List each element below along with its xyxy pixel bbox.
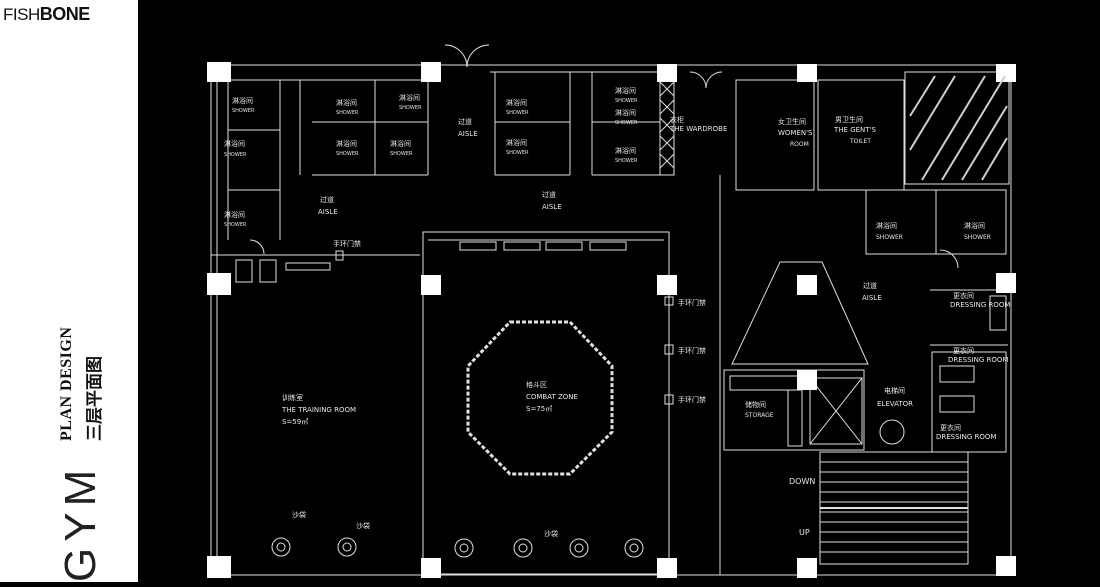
- gents-toilet-en-1: THE GENT'S: [833, 126, 876, 134]
- walls: [210, 44, 1012, 576]
- storage-label-en: STORAGE: [745, 412, 774, 419]
- training-room-en: THE TRAINING ROOM: [281, 406, 356, 414]
- women-toilet-cn: 女卫生间: [778, 117, 806, 126]
- aisle-label-cn: 过道: [542, 190, 556, 199]
- shower-label-cn: 淋浴间: [964, 221, 985, 230]
- wristband-gate-label: 手环门禁: [678, 298, 706, 307]
- shower-label-cn: 淋浴间: [232, 96, 253, 105]
- aisle-label-cn: 过道: [458, 117, 472, 126]
- plan-title-cn: 三层平面图: [85, 356, 105, 441]
- shower-label-en: SHOWER: [876, 234, 903, 241]
- elevator-label-en: ELEVATOR: [877, 400, 913, 408]
- stairs-down-label: DOWN: [789, 477, 815, 486]
- women-toilet-en-2: ROOM: [790, 141, 809, 148]
- shower-label-cn: 淋浴间: [615, 146, 636, 155]
- shower-label-cn: 淋浴间: [506, 138, 527, 147]
- dressing-room-cn: 更衣间: [953, 346, 974, 355]
- shower-label-en: SHOWER: [399, 105, 422, 111]
- stairs-up-label: UP: [799, 528, 810, 537]
- storage-label-cn: 储物间: [745, 400, 766, 409]
- shower-label-cn: 淋浴间: [224, 139, 245, 148]
- shower-label-en: SHOWER: [506, 150, 529, 156]
- columns: [207, 62, 1016, 578]
- plan-design-title: PLAN DESIGN: [58, 326, 75, 441]
- aisle-label-cn: 过道: [863, 281, 877, 290]
- gents-toilet-cn: 男卫生间: [835, 115, 863, 124]
- aisle-label-en: AISLE: [318, 208, 338, 216]
- gate-markers: [335, 250, 674, 405]
- shower-label-cn: 淋浴间: [399, 93, 420, 102]
- shower-label-cn: 淋浴间: [615, 108, 636, 117]
- shower-label-cn: 淋浴间: [876, 221, 897, 230]
- wristband-gate-label: 手环门禁: [333, 239, 361, 248]
- sandbag-label: 沙袋: [292, 510, 306, 519]
- shower-label-en: SHOWER: [224, 152, 247, 158]
- training-room-area: S=59㎡: [282, 418, 308, 426]
- shower-label-cn: 淋浴间: [506, 98, 527, 107]
- shower-label-cn: 淋浴间: [615, 86, 636, 95]
- sidebar: FISHBONE PLAN DESIGN 三层平面图 GYM: [0, 0, 138, 582]
- shower-label-en: SHOWER: [615, 120, 638, 126]
- floor-plan-drawing: 淋浴间 SHOWER 淋浴间 SHOWER 淋浴间 SHOWER 淋浴间 SHO…: [207, 44, 1016, 578]
- wristband-gate-label: 手环门禁: [678, 346, 706, 355]
- shower-label-en: SHOWER: [232, 108, 255, 114]
- brand-logo: FISHBONE: [3, 4, 90, 25]
- aisle-label-en: AISLE: [542, 203, 562, 211]
- dressing-room-cn: 更衣间: [953, 291, 974, 300]
- shower-label-en: SHOWER: [615, 158, 638, 164]
- dressing-room-cn: 更衣间: [940, 423, 961, 432]
- shower-label-en: SHOWER: [964, 234, 991, 241]
- shower-label-en: SHOWER: [336, 110, 359, 116]
- aisle-label-en: AISLE: [458, 130, 478, 138]
- equipment: [235, 241, 905, 445]
- combat-zone-cn: 格斗区: [526, 380, 547, 389]
- shower-label-en: SHOWER: [224, 222, 247, 228]
- logo-part-2: BONE: [39, 4, 91, 24]
- wardrobe-label-cn: 衣柜: [670, 115, 684, 124]
- shower-label-cn: 淋浴间: [336, 98, 357, 107]
- wardrobe-label-en: THE WARDROBE: [669, 125, 727, 133]
- shower-label-cn: 淋浴间: [336, 139, 357, 148]
- shower-label-en: SHOWER: [615, 98, 638, 104]
- combat-zone-en: COMBAT ZONE: [526, 393, 578, 401]
- elevator-label-cn: 电梯间: [884, 386, 905, 395]
- aisle-label-en: AISLE: [862, 294, 882, 302]
- sandbag-label: 沙袋: [356, 521, 370, 530]
- dressing-room-en: DRESSING ROOM: [950, 301, 1010, 309]
- shower-label-cn: 淋浴间: [224, 210, 245, 219]
- logo-part-1: FISH: [3, 5, 40, 24]
- sandbags: [271, 537, 644, 558]
- gents-toilet-en-2: TOILET: [849, 138, 871, 145]
- stair-treads: [820, 461, 968, 553]
- room-labels: 淋浴间 SHOWER 淋浴间 SHOWER 淋浴间 SHOWER 淋浴间 SHO…: [224, 86, 1010, 538]
- shower-label-en: SHOWER: [506, 110, 529, 116]
- dressing-room-en: DRESSING ROOM: [948, 356, 1008, 364]
- shower-label-cn: 淋浴间: [390, 139, 411, 148]
- hatched-area: [909, 75, 1008, 181]
- women-toilet-en-1: WOMEN'S: [778, 129, 813, 137]
- aisle-label-cn: 过道: [320, 195, 334, 204]
- dressing-room-en: DRESSING ROOM: [936, 433, 996, 441]
- shower-label-en: SHOWER: [336, 151, 359, 157]
- combat-zone-area: S=75㎡: [526, 405, 552, 413]
- training-room-cn: 训练室: [282, 393, 303, 402]
- wristband-gate-label: 手环门禁: [678, 395, 706, 404]
- project-name: GYM: [56, 463, 105, 582]
- shower-label-en: SHOWER: [390, 151, 413, 157]
- sandbag-label: 沙袋: [544, 529, 558, 538]
- floor-plan: 淋浴间 SHOWER 淋浴间 SHOWER 淋浴间 SHOWER 淋浴间 SHO…: [138, 0, 1100, 582]
